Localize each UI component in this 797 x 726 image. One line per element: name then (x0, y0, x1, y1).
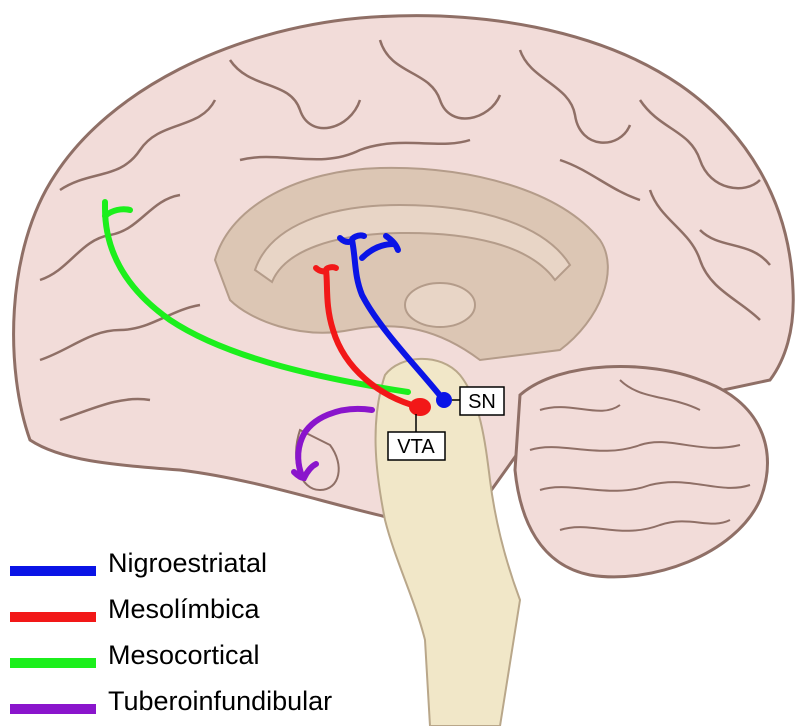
cerebellum (515, 366, 768, 576)
legend-swatch-tuberoinfundibular (10, 704, 96, 714)
legend-item-tuberoinfundibular: Tuberoinfundibular (10, 686, 430, 726)
legend-item-nigrostriatal: Nigroestriatal (10, 548, 430, 588)
vta-label: VTA (397, 436, 435, 458)
sn-node (436, 392, 452, 408)
legend-label-mesolimbic: Mesolímbica (108, 594, 260, 625)
legend-item-mesocortical: Mesocortical (10, 640, 430, 680)
legend-swatch-mesolimbic (10, 612, 96, 622)
legend-swatch-mesocortical (10, 658, 96, 668)
legend-swatch-nigrostriatal (10, 566, 96, 576)
legend-item-mesolimbic: Mesolímbica (10, 594, 430, 634)
legend-label-mesocortical: Mesocortical (108, 640, 260, 671)
sn-label: SN (468, 391, 496, 413)
legend-label-tuberoinfundibular: Tuberoinfundibular (108, 686, 332, 717)
vta-node (409, 398, 431, 416)
thalamus (405, 283, 475, 327)
legend-label-nigrostriatal: Nigroestriatal (108, 548, 267, 579)
